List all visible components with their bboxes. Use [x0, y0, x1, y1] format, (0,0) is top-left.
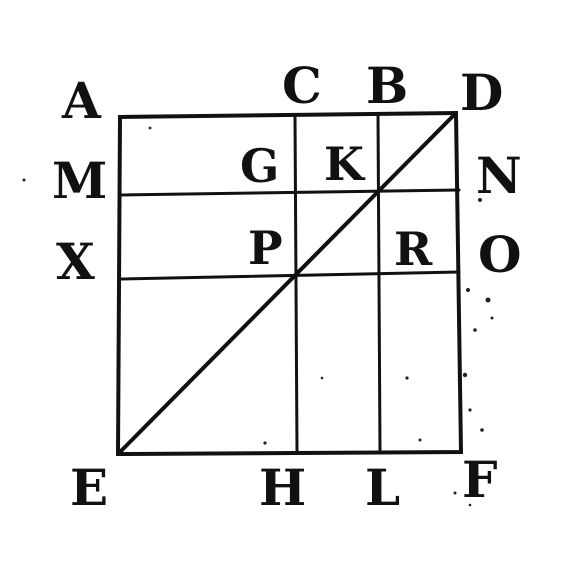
label-B: B: [366, 56, 408, 115]
label-D: D: [460, 63, 503, 122]
line-XO: [118, 270, 461, 281]
label-X: X: [56, 232, 95, 291]
line-BL: [376, 112, 382, 453]
label-A: A: [61, 71, 102, 130]
line-MN: [118, 188, 461, 197]
label-G: G: [240, 139, 279, 193]
label-E: E: [70, 458, 108, 517]
label-N: N: [476, 146, 522, 205]
label-F: F: [462, 450, 498, 509]
label-C: C: [282, 56, 322, 115]
ink-specks: [22, 126, 494, 507]
label-O: O: [478, 225, 522, 284]
line-CH: [293, 114, 299, 454]
outer-square: [115, 110, 464, 457]
label-R: R: [394, 222, 433, 276]
label-P: P: [248, 221, 283, 275]
diagonal-ED: [116, 111, 458, 456]
label-H: H: [259, 458, 306, 517]
label-L: L: [365, 458, 400, 517]
label-M: M: [52, 151, 107, 210]
label-K: K: [324, 137, 366, 191]
